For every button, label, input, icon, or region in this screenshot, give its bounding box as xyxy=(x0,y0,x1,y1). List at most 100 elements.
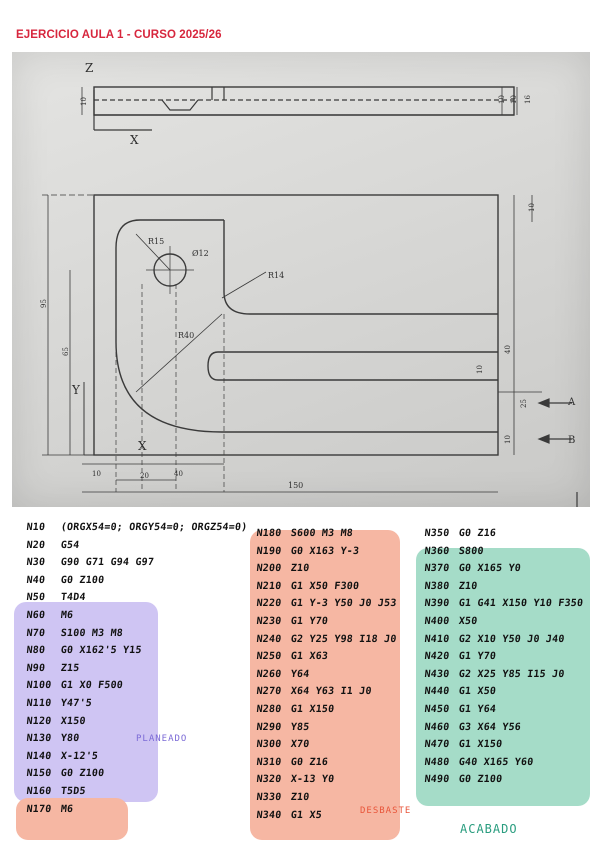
program-line: N330 Z10 xyxy=(255,792,310,812)
program-line: N10 (ORGX54=0; ORGY54=0; ORGZ54=0) xyxy=(25,522,248,542)
line-code: G0 X165 Y0 xyxy=(458,563,522,575)
line-number: N130 xyxy=(25,733,52,745)
line-number: N40 xyxy=(25,574,46,586)
r15-label: R15 xyxy=(148,237,164,246)
line-number: N380 xyxy=(423,580,450,592)
line-code: Z10 xyxy=(290,563,310,575)
line-number: N360 xyxy=(423,545,450,557)
line-code: Z15 xyxy=(60,662,80,674)
line-number: N70 xyxy=(25,627,46,639)
view-a-label: A xyxy=(567,397,576,408)
line-code: G1 X50 F300 xyxy=(290,580,360,592)
axis-y-label: Y xyxy=(71,383,81,397)
r40-label: R40 xyxy=(178,331,194,340)
line-number: N10 xyxy=(25,522,46,533)
dim-10-top-right: 10 xyxy=(498,95,506,104)
elevation-view xyxy=(93,86,515,116)
line-code: X-12'5 xyxy=(60,750,99,762)
program-line: N170 M6 xyxy=(25,804,74,824)
line-number: N470 xyxy=(423,739,450,751)
line-code: S800 xyxy=(458,545,485,557)
dim-40-bottom: 40 xyxy=(174,470,183,478)
axis-x-top-label: X xyxy=(130,133,139,147)
line-number: N30 xyxy=(25,557,46,569)
line-code: G0 Z16 xyxy=(458,528,497,539)
line-code: T5D5 xyxy=(60,786,87,797)
exercise-title: EJERCICIO AULA 1 - CURSO 2025/26 xyxy=(16,29,222,41)
line-code: Y64 xyxy=(290,668,310,680)
line-number: N240 xyxy=(255,633,282,645)
axis-x-bottom-label: X xyxy=(138,439,147,453)
line-code: G1 X150 xyxy=(290,704,335,715)
dim-20: 20 xyxy=(140,472,149,480)
line-code: G0 Z100 xyxy=(458,774,503,786)
program-line: N340 G1 X5 xyxy=(255,810,322,830)
line-code: X150 xyxy=(60,715,87,727)
program-line: N160 T5D5 xyxy=(25,786,86,806)
line-number: N120 xyxy=(25,715,52,727)
line-number: N190 xyxy=(255,545,282,557)
line-code: G3 X64 Y56 xyxy=(458,721,522,733)
line-code: Y80 xyxy=(60,733,80,745)
line-number: N430 xyxy=(423,668,450,680)
dim-10-left: 10 xyxy=(92,470,101,478)
line-number: N100 xyxy=(25,680,52,692)
line-number: N280 xyxy=(255,704,282,715)
line-number: N260 xyxy=(255,668,282,680)
program-line: N450 G1 Y64 xyxy=(423,704,497,724)
dim-65: 65 xyxy=(62,347,70,356)
line-number: N290 xyxy=(255,721,282,733)
technical-drawing: Z X Y X R15 Ø12 R14 R40 10 10 10 16 10 4… xyxy=(40,61,578,507)
line-number: N310 xyxy=(255,756,282,768)
pocket-contour xyxy=(115,219,498,433)
program-line: N490 G0 Z100 xyxy=(423,774,503,794)
line-number: N300 xyxy=(255,739,282,751)
acabado-highlight xyxy=(416,548,590,806)
line-number: N350 xyxy=(423,528,450,539)
line-code: X70 xyxy=(290,739,310,751)
program-line: N280 G1 X150 xyxy=(255,704,335,724)
line-code: X64 Y63 I1 J0 xyxy=(290,686,373,698)
program-line: N230 G1 Y70 xyxy=(255,616,329,636)
line-number: N20 xyxy=(25,539,46,551)
line-number: N340 xyxy=(255,809,282,821)
r14-label: R14 xyxy=(268,271,284,280)
line-code: X50 xyxy=(458,616,478,627)
technical-drawing-photo: Z X Y X R15 Ø12 R14 R40 10 10 10 16 10 4… xyxy=(12,52,590,507)
program-line: N110 Y47'5 xyxy=(25,698,92,718)
dim-10-right-mid: 10 xyxy=(528,203,536,212)
program-line: N180 S600 M3 M8 xyxy=(255,528,354,548)
line-code: G1 Y-3 Y50 J0 J53 xyxy=(290,598,398,610)
line-code: G40 X165 Y60 xyxy=(458,756,534,768)
line-code: G1 X63 xyxy=(290,651,329,663)
line-code: G2 X25 Y85 I15 J0 xyxy=(458,668,566,680)
line-number: N150 xyxy=(25,768,52,780)
line-code: S600 M3 M8 xyxy=(290,528,354,539)
line-code: Z10 xyxy=(458,580,478,592)
desbaste-label: DESBASTE xyxy=(360,806,412,816)
line-number: N420 xyxy=(423,651,450,663)
line-number: N60 xyxy=(25,610,46,621)
line-code: (ORGX54=0; ORGY54=0; ORGZ54=0) xyxy=(60,522,248,533)
line-code: T4D4 xyxy=(60,592,87,604)
line-number: N50 xyxy=(25,592,46,604)
line-number: N90 xyxy=(25,662,46,674)
planeado-label: PLANEADO xyxy=(136,734,188,744)
tool-change-highlight xyxy=(16,798,128,840)
line-number: N110 xyxy=(25,698,52,709)
line-code: G0 Z16 xyxy=(290,756,329,768)
line-number: N220 xyxy=(255,598,282,610)
line-code: Y47'5 xyxy=(60,698,93,709)
dim-25: 25 xyxy=(520,399,528,408)
line-code: G0 X163 Y-3 xyxy=(290,545,360,557)
line-code: M6 xyxy=(60,610,74,621)
line-number: N180 xyxy=(255,528,282,539)
d12-label: Ø12 xyxy=(192,249,209,258)
dim-95: 95 xyxy=(40,299,48,308)
view-b-label: B xyxy=(568,435,575,446)
dim-10-top: 10 xyxy=(80,97,88,106)
dim-150: 150 xyxy=(288,481,303,490)
line-number: N330 xyxy=(255,792,282,803)
program-line: N400 X50 xyxy=(423,616,478,636)
line-code: G2 Y25 Y98 I18 J0 xyxy=(290,633,398,645)
